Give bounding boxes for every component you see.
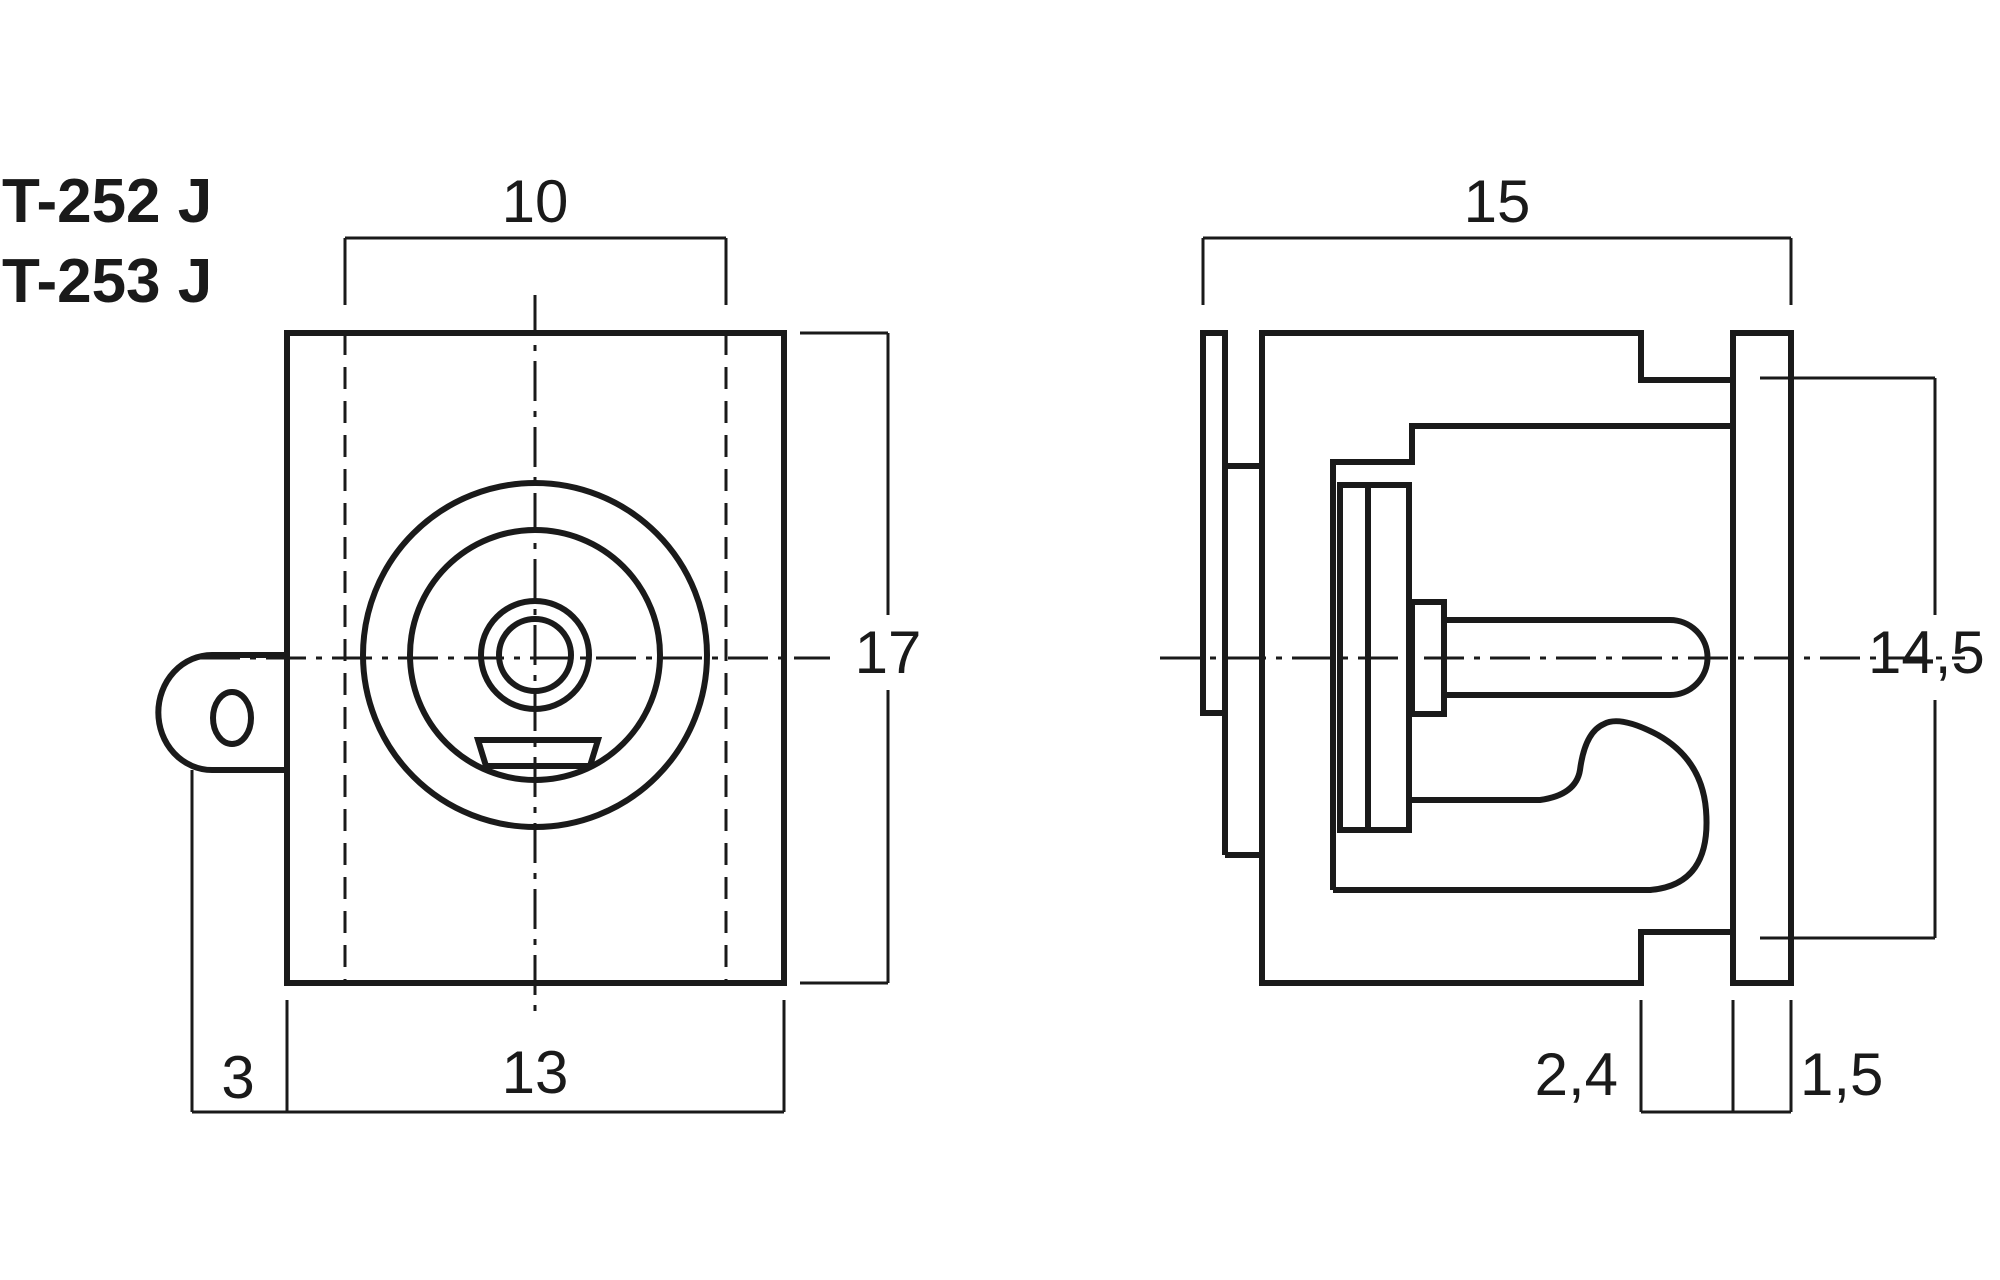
model-label-2: T-253 J	[2, 247, 212, 316]
front-view: 10 17 3 13	[155, 168, 922, 1114]
model-designations: T-252 J T-253 J	[2, 167, 212, 316]
dim-flange-height: 14,5	[1868, 619, 1985, 686]
internal-cavity	[1330, 423, 1733, 890]
dim-height: 17	[855, 619, 922, 686]
dim-tab-offset: 3	[221, 1044, 254, 1111]
model-label-1: T-252 J	[2, 167, 212, 236]
mounting-hole	[210, 689, 254, 747]
spring-contact	[1333, 718, 1710, 893]
dim-step: 2,4	[1535, 1041, 1618, 1108]
dim-width: 13	[502, 1039, 569, 1106]
socket-key	[473, 737, 603, 769]
dim-hidden-width: 10	[502, 168, 569, 235]
dim-depth: 15	[1464, 168, 1531, 235]
dim-flange-thickness: 1,5	[1800, 1041, 1883, 1108]
mounting-tab	[155, 652, 287, 773]
side-view: 15 14,5 2,4 1,5	[1160, 168, 1985, 1114]
front-plate	[1200, 330, 1228, 716]
